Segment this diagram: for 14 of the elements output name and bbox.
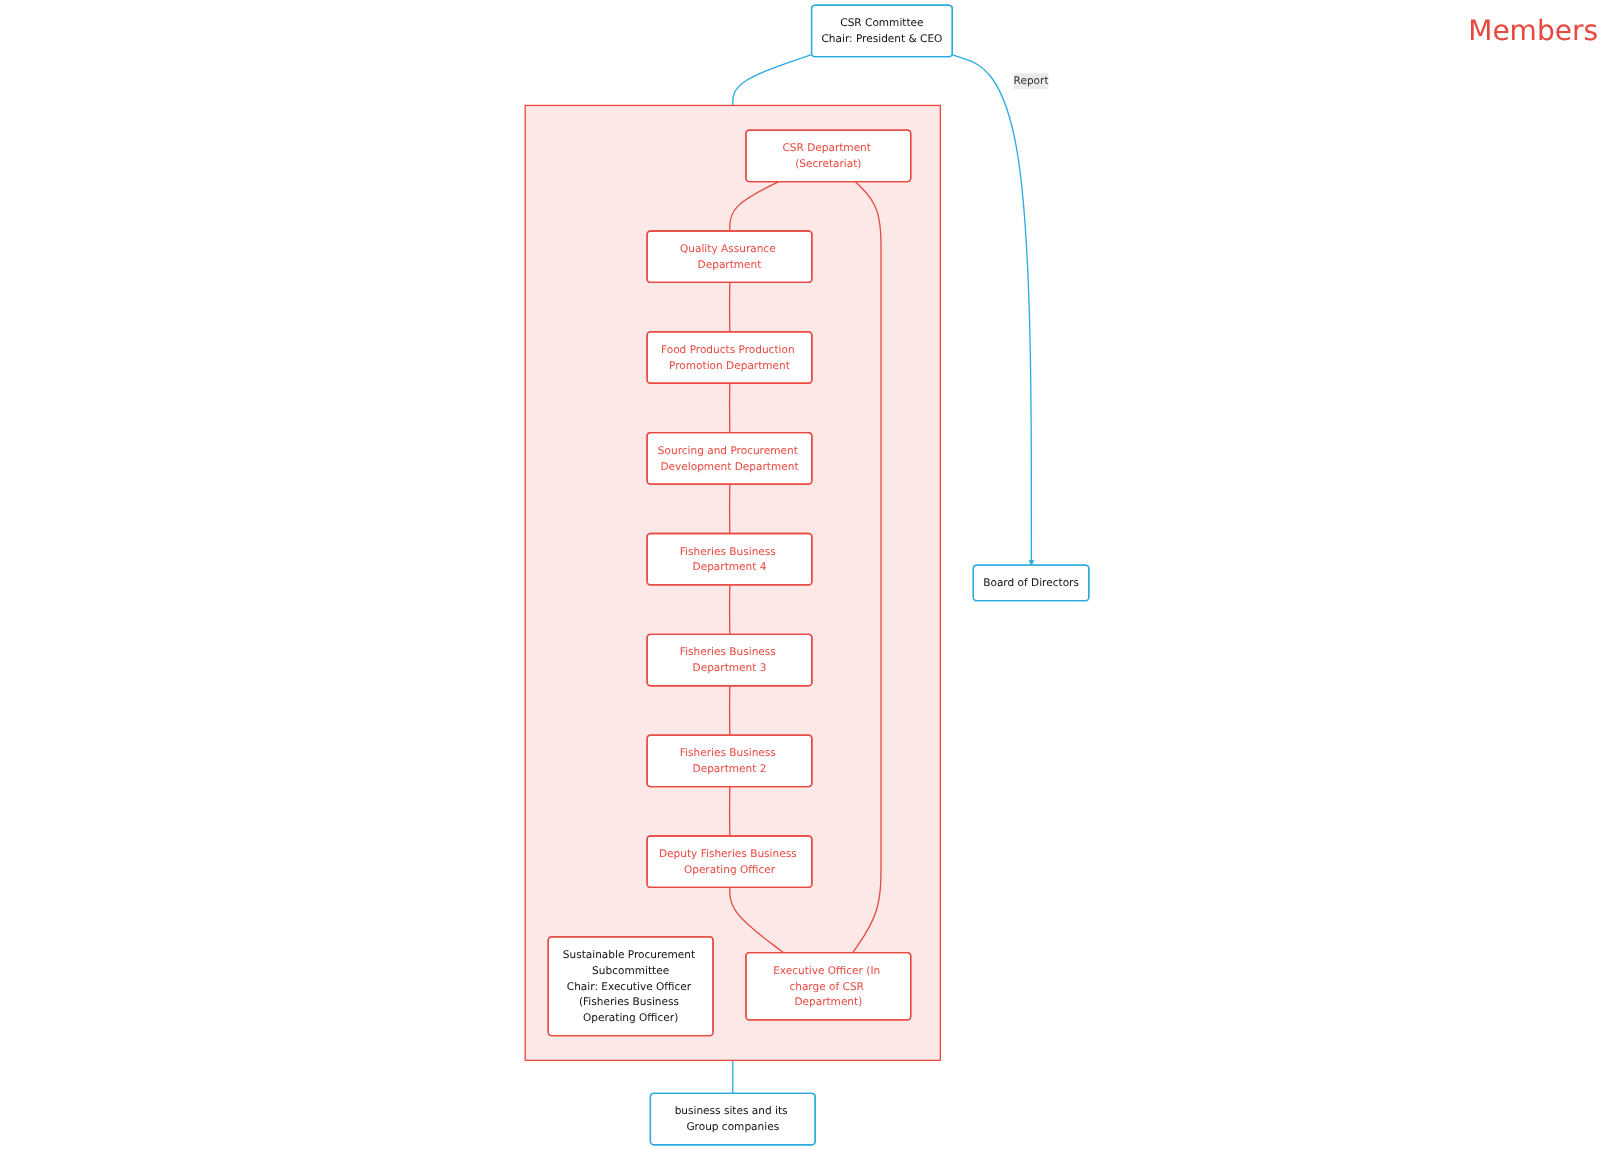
connector: [851, 181, 882, 954]
connector: [732, 1059, 734, 1094]
connector: [728, 786, 731, 837]
connector: [728, 382, 731, 434]
connector: [728, 685, 731, 737]
cluster: [524, 104, 942, 1062]
connector: [729, 181, 779, 232]
group-heading: Members: [1468, 16, 1598, 48]
connector: [728, 282, 731, 333]
connector: [729, 887, 785, 954]
connector: [728, 584, 731, 636]
connector: [728, 483, 731, 535]
arrow: [951, 54, 1035, 566]
connector: [732, 53, 813, 107]
